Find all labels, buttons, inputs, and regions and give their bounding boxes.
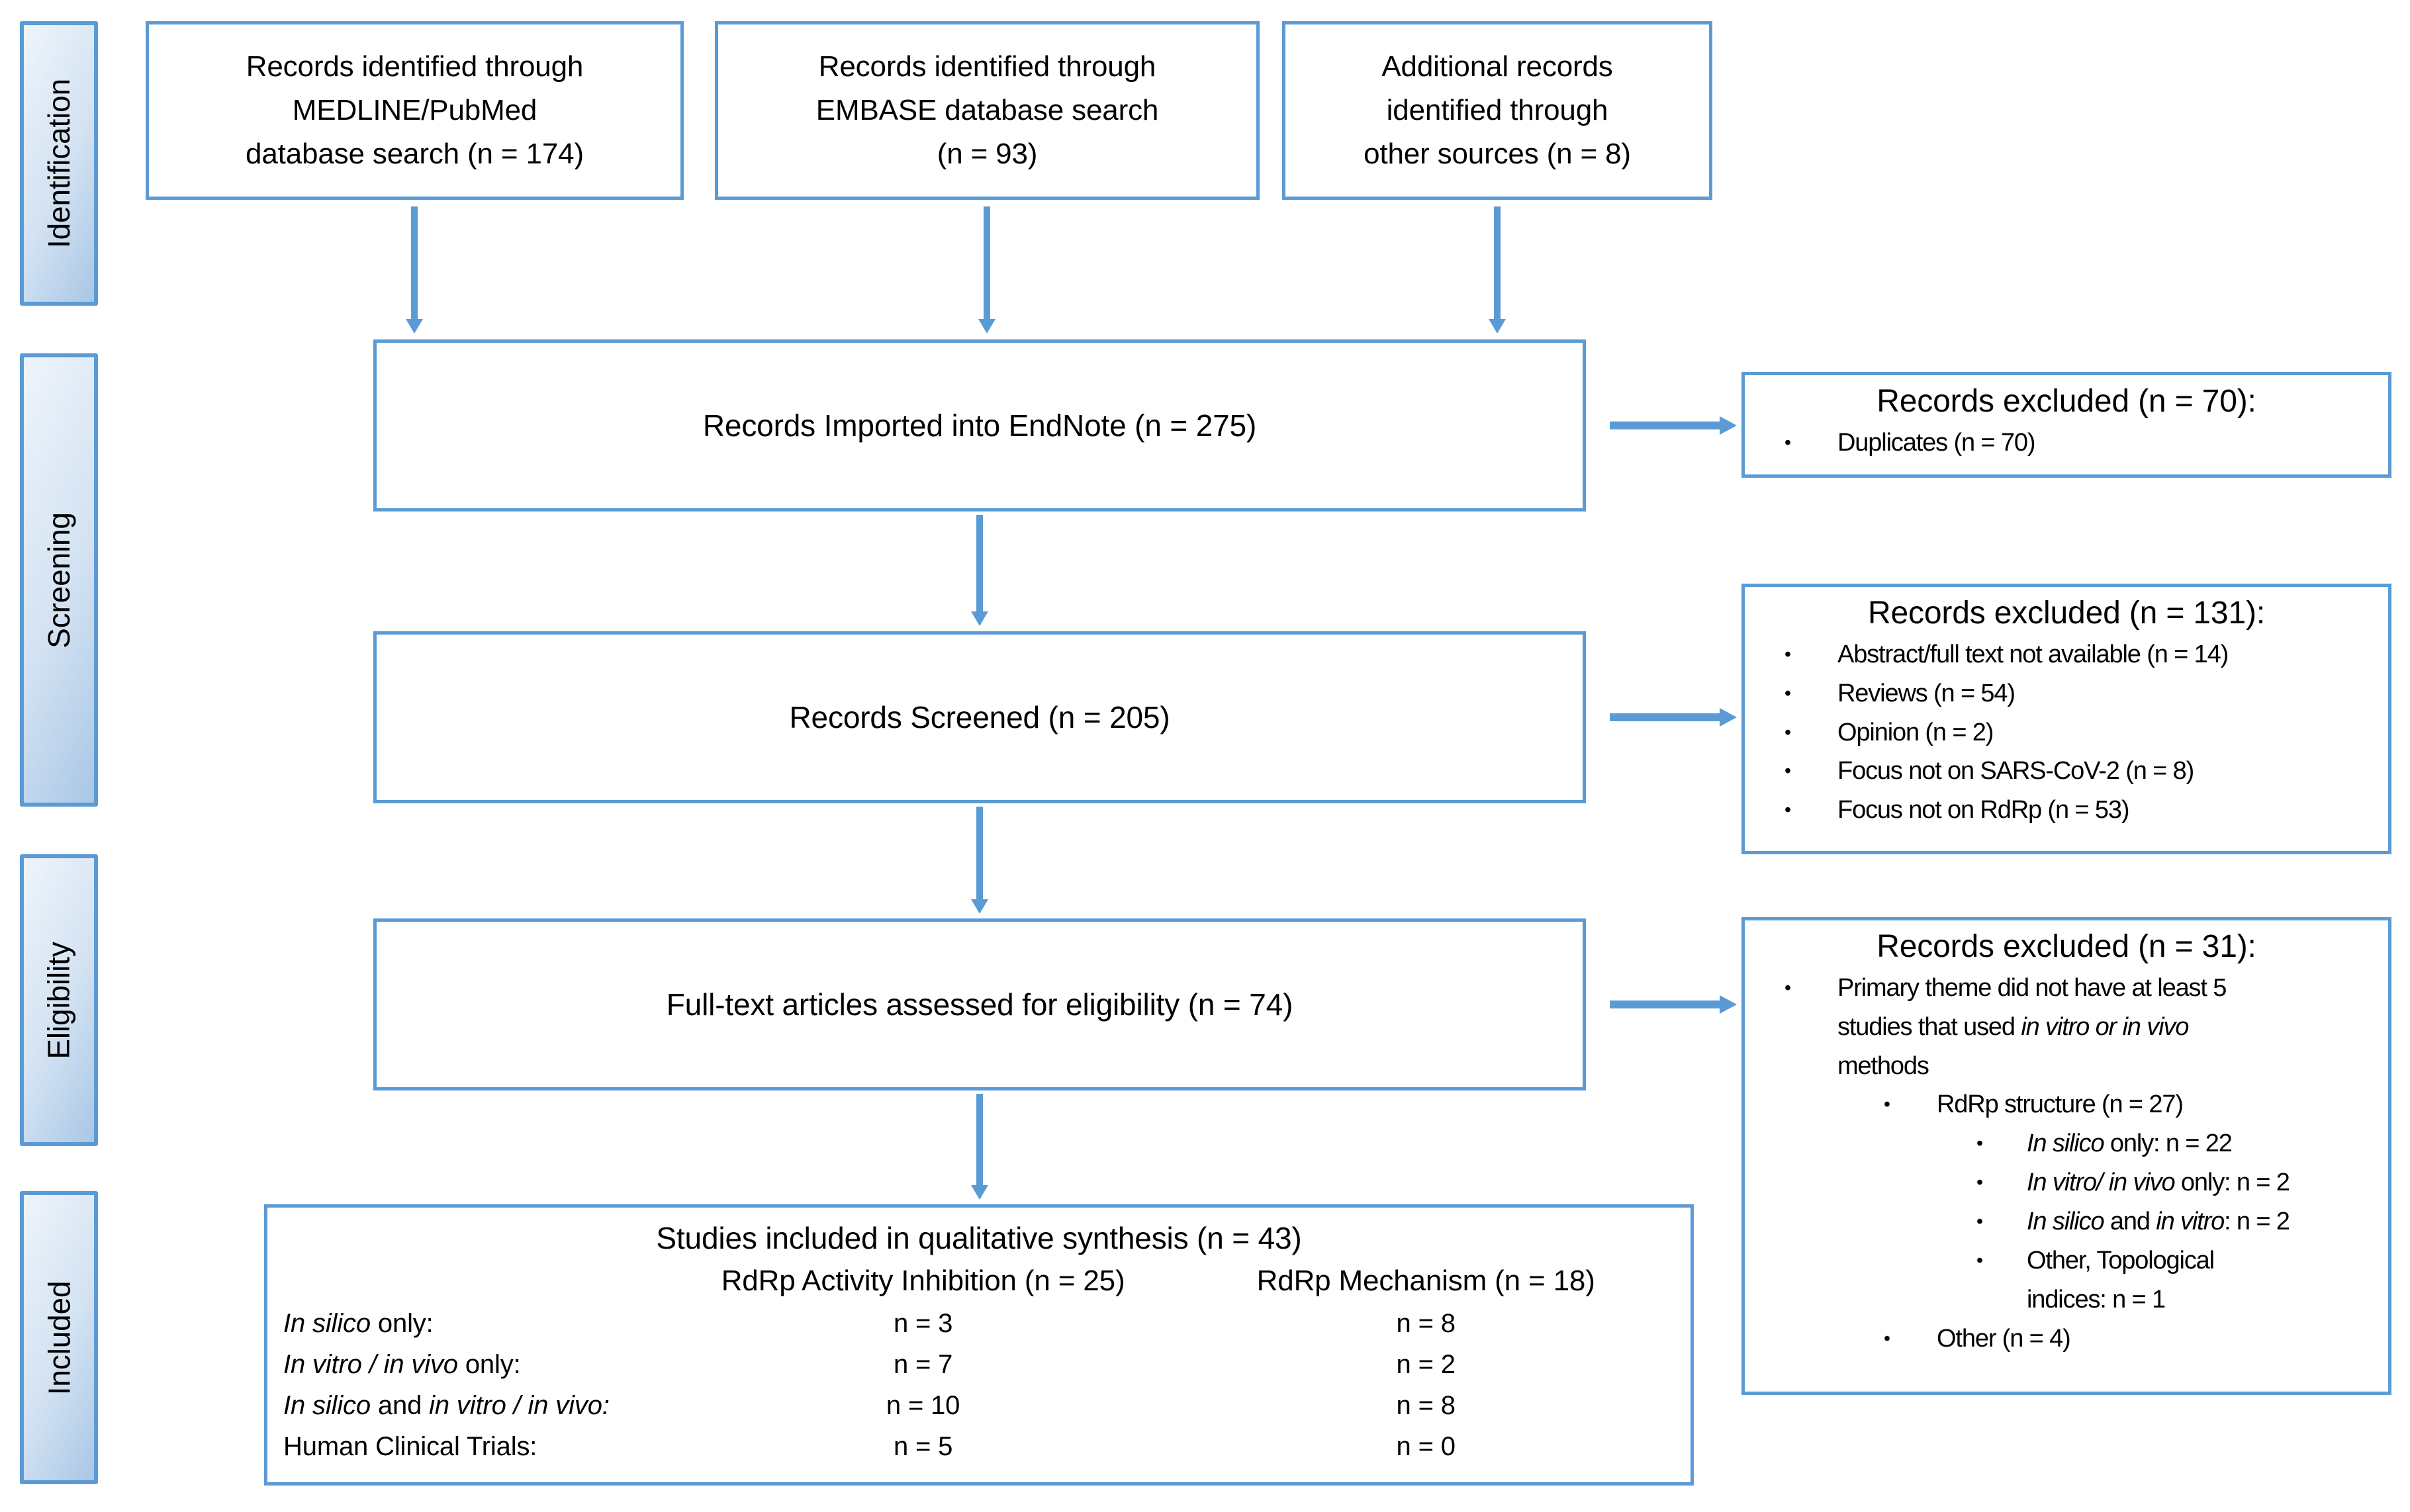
bullet-icon: •	[1784, 721, 1791, 743]
cell-value: n = 8	[1396, 1309, 1456, 1339]
list-item: • Focus not on RdRp (n = 53)	[1766, 791, 2374, 830]
stage-label: Included	[42, 1280, 77, 1395]
list-item: • In silico and in vitro: n = 2	[1958, 1202, 2374, 1241]
flow-box-text: Full-text articles assessed for eligibil…	[666, 987, 1293, 1022]
list-item: • Reviews (n = 54)	[1766, 674, 2374, 713]
included-box: Studies included in qualitative synthesi…	[264, 1204, 1694, 1486]
arrow-down-embase-icon	[978, 206, 996, 334]
column-header-activity-inhibition: RdRp Activity Inhibition (n = 25)	[721, 1265, 1125, 1298]
arrow-right-to-excluded-131-icon	[1610, 708, 1737, 727]
included-box-title: Studies included in qualitative synthesi…	[656, 1221, 1302, 1255]
bullet-icon: •	[1884, 1094, 1890, 1116]
cell-value: n = 5	[893, 1432, 953, 1462]
list-item: • Opinion (n = 2)	[1766, 713, 2374, 752]
row-label: In silico only:	[283, 1309, 434, 1339]
stage-screening: Screening	[20, 353, 98, 807]
list-item: • Duplicates (n = 70)	[1766, 423, 2374, 463]
stage-eligibility: Eligibility	[20, 854, 98, 1146]
bullet-icon: •	[1976, 1172, 1983, 1194]
cell-value: n = 0	[1396, 1432, 1456, 1462]
arrow-down-screened-to-fulltext-icon	[971, 807, 988, 914]
stage-label: Eligibility	[42, 941, 76, 1059]
flow-box-fulltext: Full-text articles assessed for eligibil…	[373, 918, 1586, 1090]
cell-value: n = 2	[1396, 1350, 1456, 1380]
arrow-right-to-excluded-31-icon	[1610, 995, 1737, 1014]
bullet-icon: •	[1884, 1327, 1890, 1349]
stage-included: Included	[20, 1191, 98, 1484]
bullet-icon: •	[1784, 760, 1791, 782]
stage-label: Screening	[42, 511, 77, 648]
list-item: • In silico only: n = 22	[1958, 1124, 2374, 1163]
bullet-icon: •	[1976, 1250, 1983, 1272]
excluded-box-131: Records excluded (n = 131): • Abstract/f…	[1741, 584, 2391, 854]
cell-value: n = 8	[1396, 1391, 1456, 1421]
list-item: • RdRp structure (n = 27)	[1865, 1085, 2374, 1124]
cell-value: n = 3	[893, 1309, 953, 1339]
flow-box-text: Records Imported into EndNote (n = 275)	[702, 408, 1257, 443]
list-item: • In vitro/ in vivo only: n = 2	[1958, 1163, 2374, 1202]
stage-label: Identification	[42, 78, 77, 249]
bullet-icon: •	[1784, 977, 1791, 999]
flow-box-imported: Records Imported into EndNote (n = 275)	[373, 339, 1586, 511]
excluded-box-31: Records excluded (n = 31): • Primary the…	[1741, 917, 2391, 1395]
arrow-right-to-excluded-70-icon	[1610, 416, 1737, 435]
column-header-mechanism: RdRp Mechanism (n = 18)	[1256, 1265, 1595, 1298]
arrow-down-imported-to-screened-icon	[971, 515, 988, 626]
row-label: In vitro / in vivo only:	[283, 1350, 521, 1380]
bullet-icon: •	[1784, 643, 1791, 665]
arrow-down-medline-icon	[406, 206, 423, 334]
list-item: • Other (n = 4)	[1865, 1319, 2374, 1358]
cell-value: n = 10	[886, 1391, 960, 1421]
included-box-table: RdRp Activity Inhibition (n = 25) RdRp M…	[281, 1259, 1677, 1467]
flow-box-screened: Records Screened (n = 205)	[373, 631, 1586, 803]
bullet-icon: •	[1784, 799, 1791, 821]
arrow-down-fulltext-to-included-icon	[971, 1094, 988, 1200]
list-item: • Focus not on SARS-CoV-2 (n = 8)	[1766, 752, 2374, 791]
excluded-box-title: Records excluded (n = 31):	[1877, 929, 2256, 964]
stage-identification: Identification	[20, 21, 98, 306]
excluded-box-title: Records excluded (n = 131):	[1867, 596, 2266, 631]
list-item: • Abstract/full text not available (n = …	[1766, 635, 2374, 674]
row-label: In silico and in vitro / in vivo:	[283, 1391, 610, 1421]
excluded-box-title: Records excluded (n = 70):	[1877, 384, 2256, 419]
arrow-down-other-icon	[1489, 206, 1506, 334]
bullet-icon: •	[1784, 431, 1791, 453]
bullet-icon: •	[1976, 1133, 1983, 1155]
excluded-box-70: Records excluded (n = 70): • Duplicates …	[1741, 372, 2391, 478]
flow-box-text: Records Screened (n = 205)	[789, 700, 1170, 734]
bullet-icon: •	[1784, 682, 1791, 704]
bullet-icon: •	[1976, 1211, 1983, 1233]
row-label: Human Clinical Trials:	[283, 1432, 537, 1462]
cell-value: n = 7	[893, 1350, 953, 1380]
